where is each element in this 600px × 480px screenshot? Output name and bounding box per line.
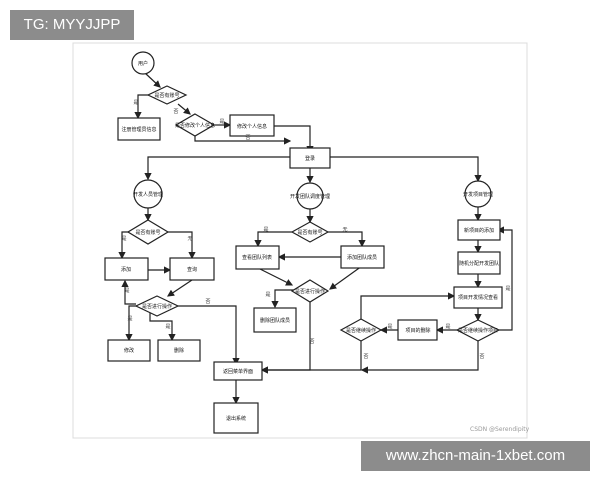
label-staff-has-account: 是否有账号 bbox=[135, 229, 160, 236]
process-delete bbox=[157, 339, 201, 362]
label-modify: 修改 bbox=[124, 347, 134, 354]
decision-continue-project bbox=[455, 319, 501, 342]
label-delete-team-member: 删除团队成员 bbox=[260, 317, 290, 324]
process-exit-system bbox=[213, 402, 259, 434]
edge-label-no: 否 bbox=[173, 109, 178, 115]
node-dev-project-mgmt bbox=[464, 180, 492, 208]
label-modify-info-q: 是否修改个人信息 bbox=[175, 122, 215, 129]
edge-label-no: 否 bbox=[309, 339, 314, 345]
edge-label-no: 否 bbox=[479, 354, 484, 360]
label-continue-op-q: 是否继续操作 bbox=[346, 327, 376, 334]
edge-label-no: 否 bbox=[363, 354, 368, 360]
label-add: 添加 bbox=[121, 266, 131, 273]
label-dev-staff-mgmt: 开发人员管理 bbox=[133, 191, 163, 198]
overlay-label-top-left: TG: MYYJJPP bbox=[10, 10, 134, 40]
label-team-op-q: 是否进行操作 bbox=[295, 288, 325, 295]
label-add-team-member: 添加团队成员 bbox=[347, 254, 377, 261]
decision-team-operate bbox=[290, 279, 330, 303]
edge-label-yes: 是 bbox=[133, 100, 138, 106]
edge-label-yes: 是 bbox=[505, 286, 510, 292]
decision-continue-op bbox=[339, 318, 383, 342]
label-has-account: 是否有账号 bbox=[154, 92, 179, 99]
label-delete: 删除 bbox=[174, 347, 184, 354]
start-node-user bbox=[131, 51, 155, 75]
edge-label-yes: 是 bbox=[263, 227, 268, 233]
process-return-menu bbox=[213, 361, 263, 381]
edge-label-yes: 是 bbox=[445, 324, 450, 330]
edge-label-yes: 是 bbox=[124, 288, 129, 294]
edge-label-no: 否 bbox=[245, 135, 250, 141]
overlay-label-bottom-right: www.zhcn-main-1xbet.com bbox=[361, 441, 590, 471]
node-dev-staff-mgmt bbox=[133, 179, 163, 209]
decision-team-has-account bbox=[290, 221, 330, 243]
decision-has-account bbox=[146, 85, 188, 105]
label-query: 查询 bbox=[187, 266, 197, 273]
decision-staff-operate bbox=[134, 295, 180, 317]
label-continue-project-q: 是否继续操作项目 bbox=[458, 327, 498, 334]
label-user: 用户 bbox=[138, 60, 148, 67]
process-modify bbox=[107, 339, 151, 362]
label-login: 登录 bbox=[305, 155, 315, 162]
edge-label-none: 无 bbox=[342, 227, 347, 233]
edge-label-yes: 是 bbox=[387, 324, 392, 330]
process-add bbox=[104, 257, 149, 281]
process-add-team-member bbox=[340, 245, 385, 269]
edge-label-yes: 是 bbox=[165, 324, 170, 330]
edge-label-yes: 是 bbox=[265, 292, 270, 298]
label-return-menu: 返回菜单界面 bbox=[223, 368, 253, 375]
edge-label-none: 无 bbox=[187, 236, 192, 242]
process-view-team-list bbox=[235, 245, 280, 270]
process-new-project bbox=[457, 219, 501, 241]
label-dev-team-mgmt: 开发团队调度管理 bbox=[290, 193, 330, 200]
connectors bbox=[118, 72, 513, 405]
node-dev-team-mgmt bbox=[296, 182, 324, 210]
label-view-team-list: 查看团队列表 bbox=[242, 254, 272, 261]
process-project-dev-view bbox=[453, 286, 503, 309]
process-register bbox=[117, 117, 161, 141]
process-query bbox=[169, 257, 215, 281]
decision-modify-info bbox=[174, 113, 216, 137]
label-new-project: 新项目的添加 bbox=[464, 227, 494, 234]
process-delete-team-member bbox=[253, 307, 297, 333]
label-register: 注册管理员信息 bbox=[121, 126, 156, 133]
process-login bbox=[289, 147, 331, 169]
decision-staff-has-account bbox=[126, 219, 170, 245]
label-random-assign: 随机分配开发团队 bbox=[459, 260, 499, 267]
process-random-assign bbox=[457, 251, 501, 275]
label-staff-op-q: 是否进行操作 bbox=[142, 303, 172, 310]
label-dev-project-mgmt: 开发项目管理 bbox=[463, 191, 493, 198]
process-project-delete bbox=[397, 319, 438, 341]
process-modify-info bbox=[229, 114, 275, 137]
edge-label-yes: 是 bbox=[127, 316, 132, 322]
edge-label-no: 否 bbox=[205, 299, 210, 305]
label-project-delete: 项目的删除 bbox=[405, 327, 430, 334]
watermark: CSDN @Serendipity bbox=[470, 426, 530, 433]
label-project-dev-view: 项目开发情况查看 bbox=[458, 294, 498, 301]
label-team-has-account: 是否有账号 bbox=[297, 229, 322, 236]
edge-label-yes: 是 bbox=[219, 119, 224, 125]
label-modify-info: 修改个人信息 bbox=[237, 123, 267, 130]
label-exit-system: 退出系统 bbox=[226, 415, 246, 422]
edge-label-yes: 是 bbox=[121, 236, 126, 242]
